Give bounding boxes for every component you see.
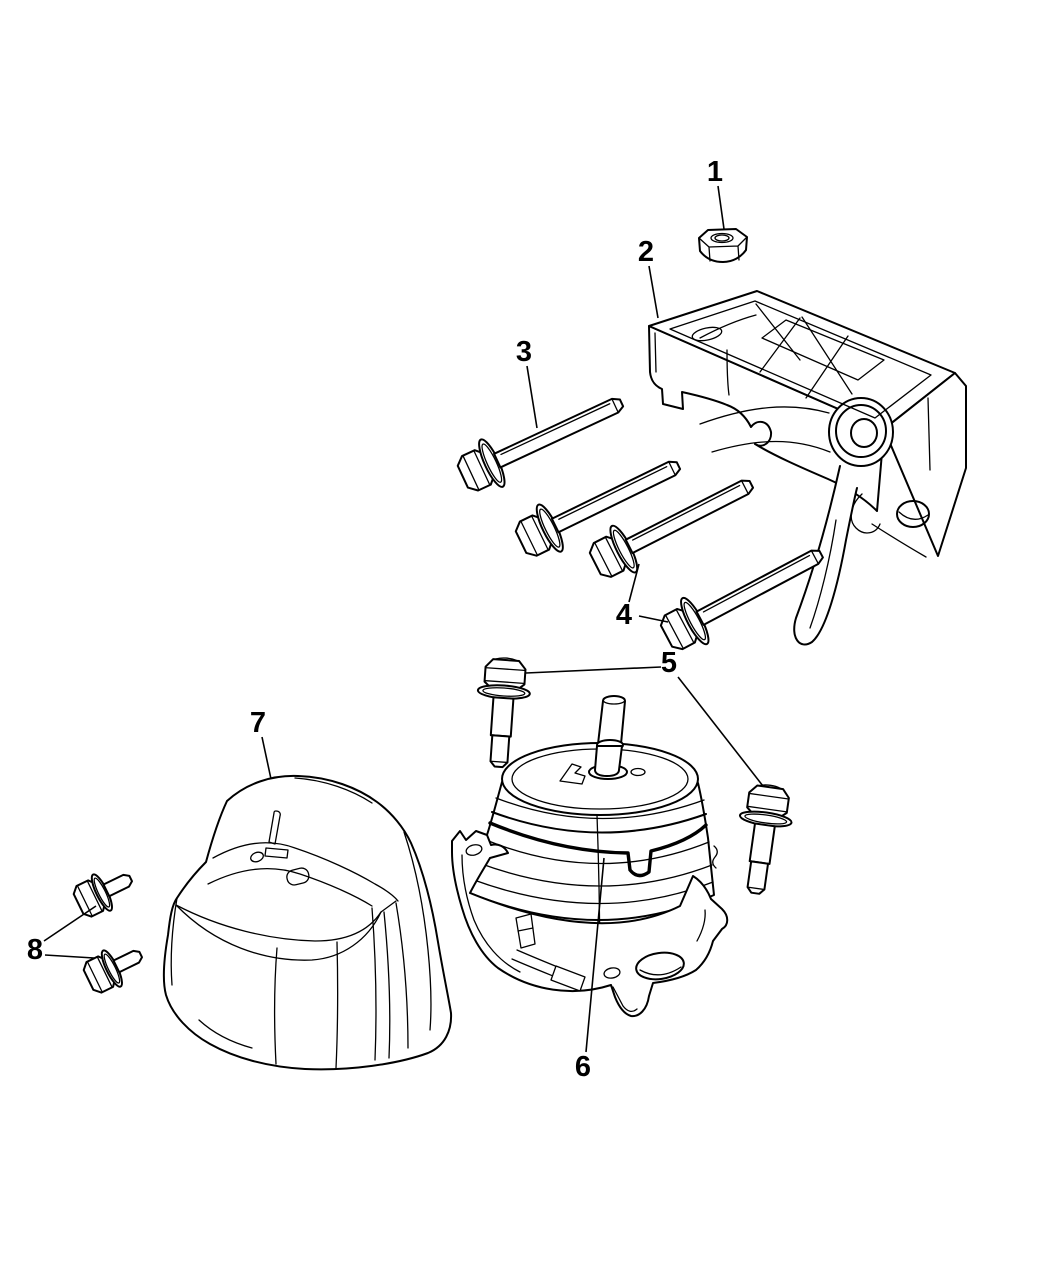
callout-leader-5 xyxy=(677,676,764,787)
callout-leader-8 xyxy=(44,954,95,959)
bracket-bolt-3a xyxy=(450,378,634,502)
callout-label-7: 7 xyxy=(250,707,266,739)
cover-bolt-8a xyxy=(68,859,141,923)
callout-label-4: 4 xyxy=(616,599,632,631)
insulator-bolt-5a xyxy=(471,655,534,770)
engine-mount-bracket xyxy=(648,290,967,646)
callout-leader-4 xyxy=(638,615,669,623)
callout-leader-5 xyxy=(525,666,662,674)
callout-label-5: 5 xyxy=(661,647,677,679)
cover-bolt-8b xyxy=(78,935,151,999)
insulator-cover xyxy=(162,774,453,1071)
callout-leader-3 xyxy=(526,365,538,429)
callout-layer: 1 2 3 45 6 7 8 xyxy=(27,156,764,1083)
hex-nut xyxy=(698,228,748,263)
bracket-bolt-4a xyxy=(582,460,764,588)
callout-label-2: 2 xyxy=(638,236,654,268)
callout-leader-2 xyxy=(648,265,659,319)
callout-leader-8 xyxy=(43,905,97,942)
callout-leader-6 xyxy=(585,857,605,1053)
engine-mount-insulator xyxy=(451,695,729,1018)
insulator-bolt-5b xyxy=(728,780,798,898)
callout-label-1: 1 xyxy=(707,156,723,188)
callout-leader-7 xyxy=(261,736,272,780)
callout-leader-1 xyxy=(717,185,725,230)
callout-label-6: 6 xyxy=(575,1051,591,1083)
callout-leader-4 xyxy=(628,563,640,603)
callout-label-8: 8 xyxy=(27,934,43,966)
callout-label-3: 3 xyxy=(516,336,532,368)
